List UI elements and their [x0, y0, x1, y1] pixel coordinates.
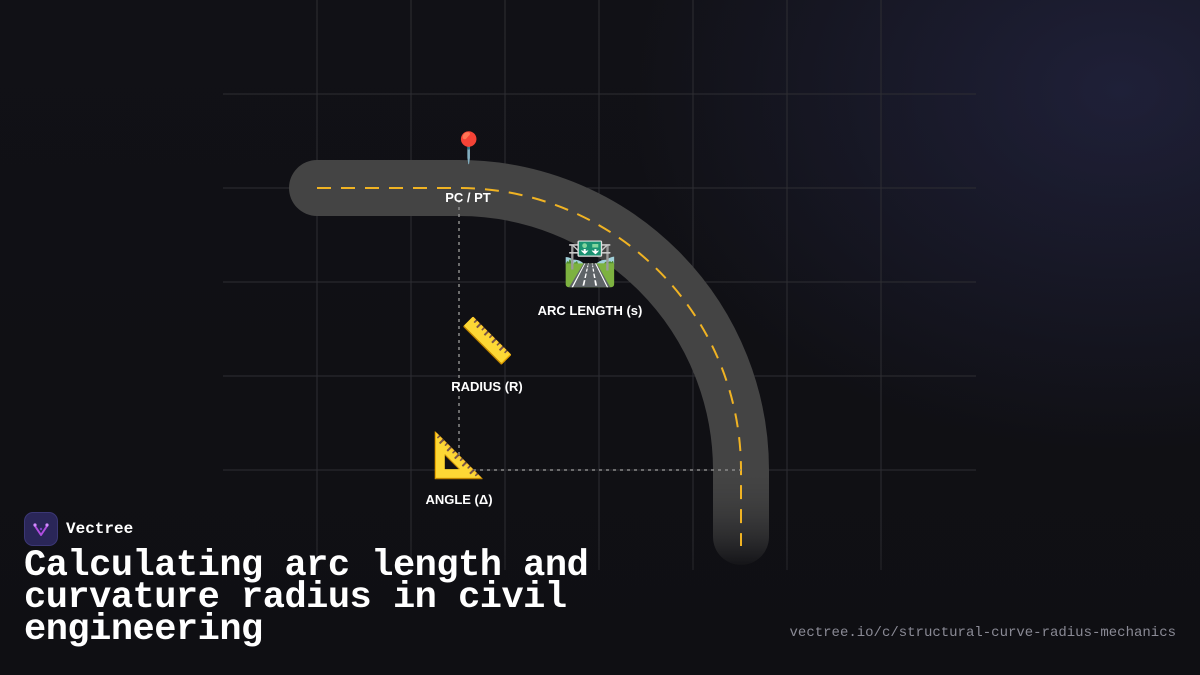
road-surface — [289, 160, 769, 565]
page-title: Calculating arc length and curvature rad… — [24, 545, 589, 651]
vectree-logo-mark — [33, 523, 49, 536]
arc-length-label: ARC LENGTH (s) — [537, 303, 643, 318]
radius-label: RADIUS (R) — [451, 379, 523, 394]
angle-label: ANGLE (Δ) — [425, 492, 493, 507]
brand: Vectree — [24, 512, 133, 546]
triangular-ruler-icon: 📐 — [431, 430, 487, 481]
pc-pt-label: PC / PT — [445, 190, 491, 205]
brand-name: Vectree — [66, 520, 134, 538]
straight-ruler-icon: 📏 — [459, 316, 515, 367]
source-url: vectree.io/c/structural-curve-radius-mec… — [789, 625, 1176, 641]
vectree-logo-icon — [24, 512, 58, 546]
round-pushpin-icon: 📍 — [450, 131, 488, 166]
motorway-icon: 🛣️ — [562, 238, 618, 289]
road-center-line — [317, 187, 742, 546]
